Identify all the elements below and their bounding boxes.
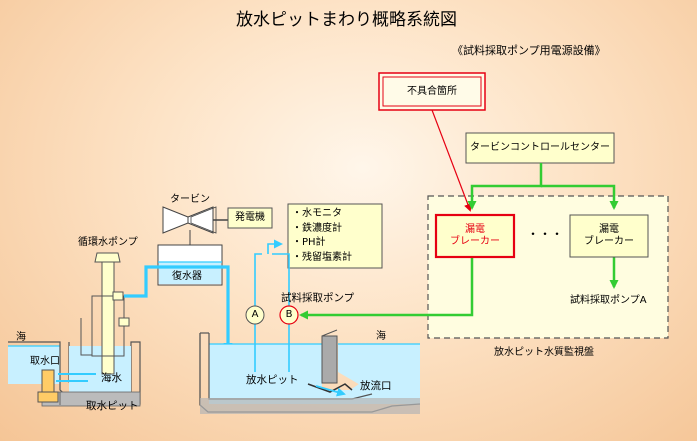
- green-line-to-sampling-pump: [299, 258, 474, 320]
- meter-b-label: B: [285, 309, 293, 320]
- circulating-pump-label: 循環水ポンプ: [78, 237, 138, 248]
- sampling-pump-label: 試料採取ポンプ: [281, 292, 355, 304]
- diagram-subtitle: 《試料採取ポンプ用電源設備》: [452, 44, 606, 57]
- sampling-pump-a-label: 試料採取ポンプA: [570, 295, 647, 306]
- outlet-label: 放流口: [360, 380, 392, 392]
- monitor-item: ・残留塩素計: [292, 251, 352, 263]
- weir: [321, 335, 338, 384]
- defect-arrow: [431, 109, 472, 212]
- seawater-label: 海水: [101, 372, 122, 384]
- breaker-other-label: 漏電 ブレーカー: [584, 224, 634, 247]
- breaker-highlighted-label: 漏電 ブレーカー: [450, 224, 500, 247]
- discharge-pit-water: [209, 344, 420, 404]
- monitors-list: ・水モニタ ・鉄濃度計 ・PH計 ・残留塩素計: [292, 207, 380, 265]
- breaker-highlighted-box: [434, 213, 516, 259]
- monitor-item: ・鉄濃度計: [292, 222, 342, 234]
- breaker-other-box: [569, 214, 649, 258]
- meter-a: [245, 305, 265, 325]
- defect-box-inner: [382, 76, 482, 107]
- turbine-left: [162, 206, 189, 234]
- green-line-to-highlighted-breaker: [467, 163, 543, 210]
- circulating-water-pipe: [124, 265, 233, 352]
- right-sea-water: [338, 344, 420, 386]
- diagram-title: 放水ピットまわり概略系統図: [236, 10, 457, 30]
- sea-right-label: 海: [376, 331, 386, 342]
- monitor-item: ・PH計: [292, 237, 326, 248]
- meter-a-label: A: [251, 309, 259, 320]
- turbine-right: [187, 206, 214, 234]
- generator-label: 発電機: [235, 212, 265, 223]
- intake-label: 取水口: [30, 356, 60, 367]
- defect-location-label: 不具合箇所: [407, 85, 457, 97]
- outflow-arrow: [315, 385, 346, 397]
- monitors-box: [287, 203, 383, 269]
- generator-box: [227, 207, 273, 229]
- ellipsis: ・・・: [527, 227, 564, 241]
- sample-line-to-monitors: [254, 253, 262, 306]
- meter-b: [279, 305, 299, 325]
- green-line-to-other-breaker: [541, 184, 619, 210]
- control-center-box: [465, 132, 615, 164]
- intake-pit-label: 取水ピット: [86, 400, 139, 412]
- turbine-label: タービン: [170, 194, 210, 205]
- turbine-control-center-label: タービンコントロールセンター: [470, 142, 610, 153]
- condenser-label: 復水器: [172, 271, 202, 282]
- sea-left-label: 海: [16, 332, 26, 343]
- pump-column: [101, 261, 115, 375]
- defect-box-outer: [378, 72, 486, 111]
- monitoring-panel-label: 放水ピット水質監視盤: [494, 347, 594, 358]
- discharge-pit-label: 放水ピット: [246, 374, 299, 386]
- monitor-item: ・水モニタ: [292, 208, 342, 219]
